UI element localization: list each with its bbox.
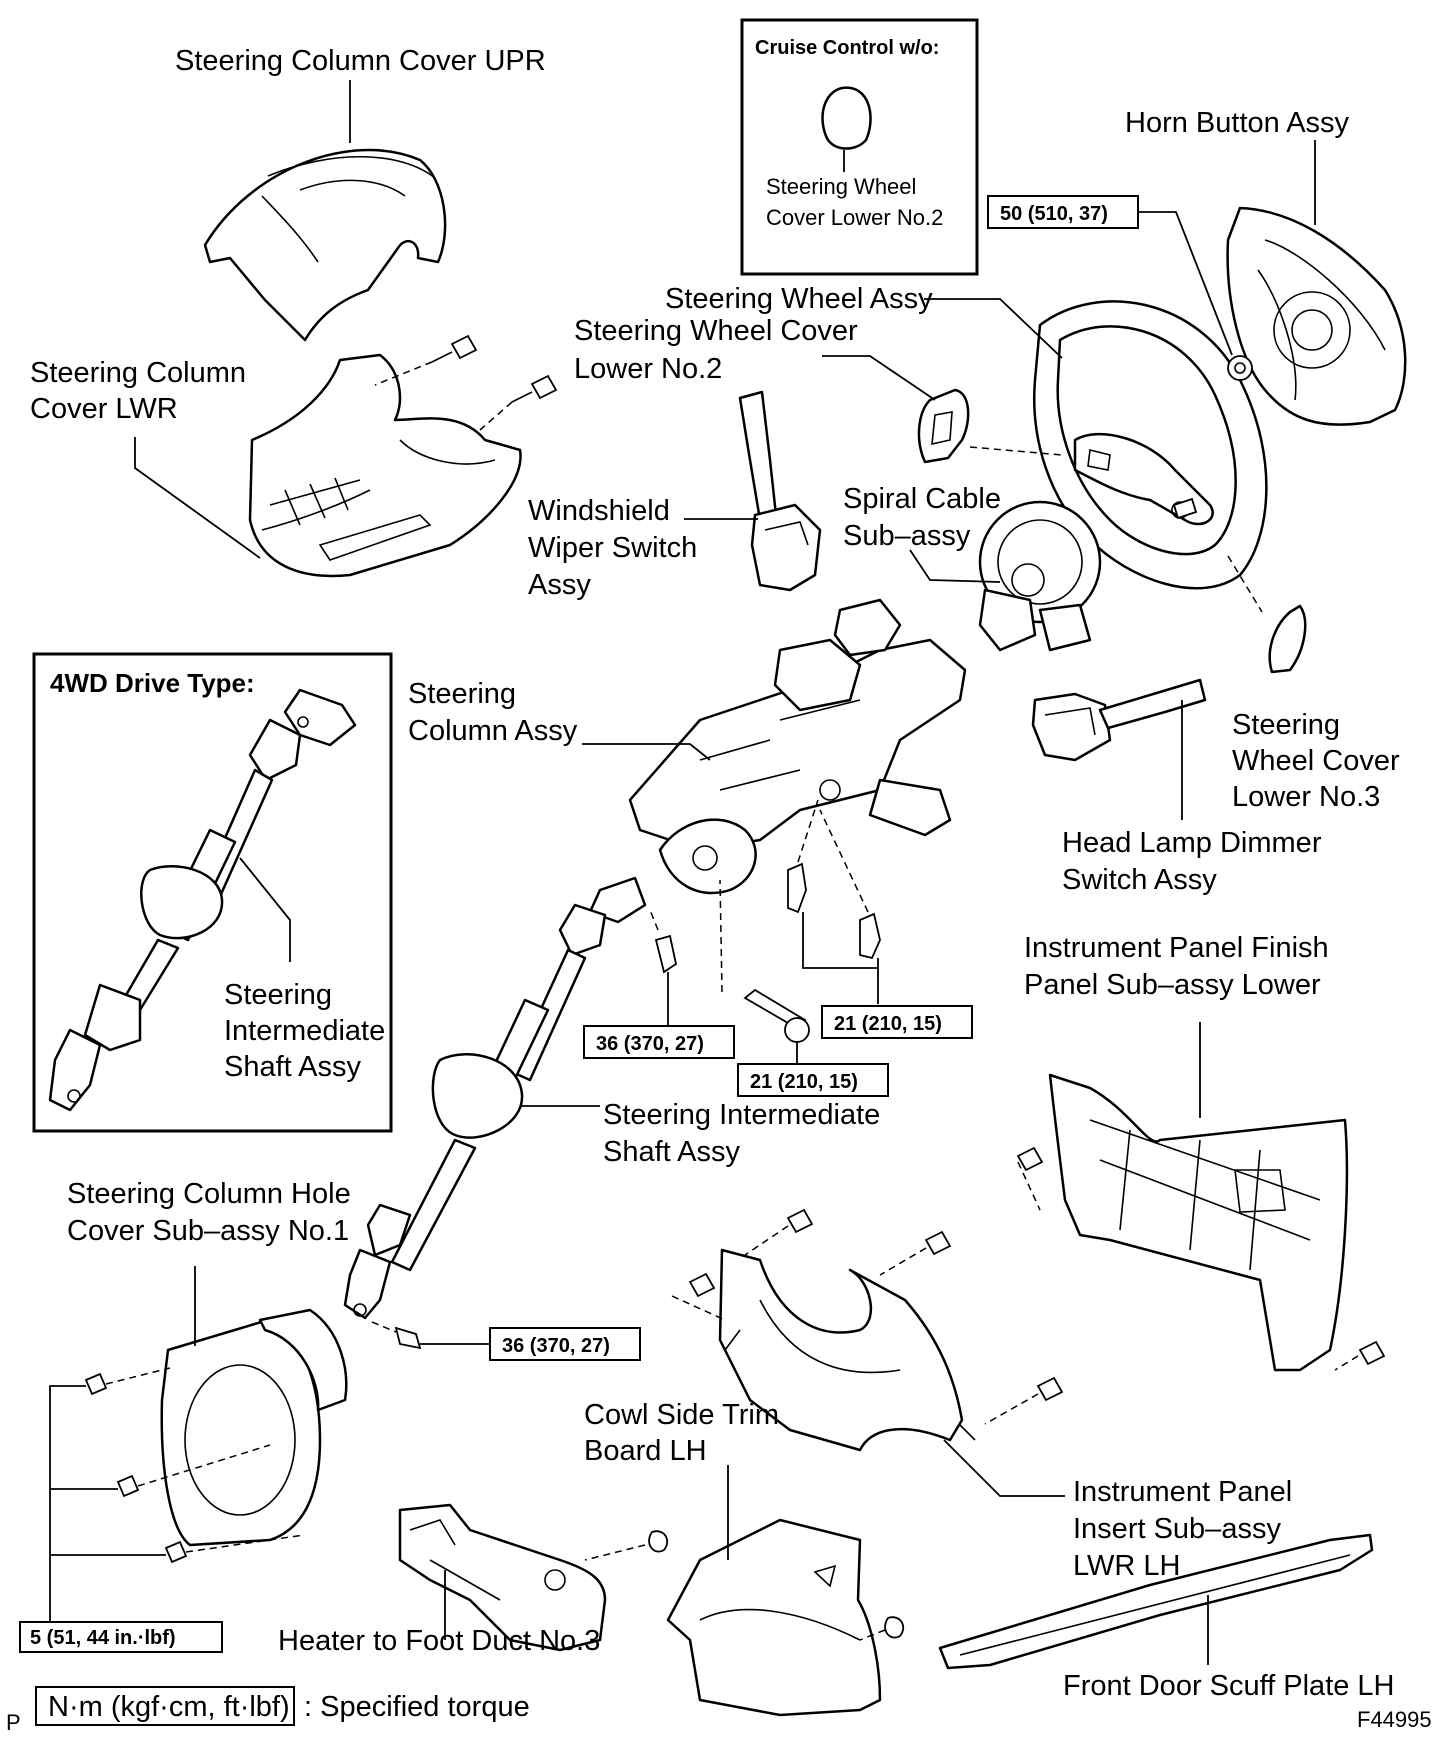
label-column-cover-lwr-1: Steering Column bbox=[30, 357, 246, 389]
label-intermediate-shaft-1: Steering Intermediate bbox=[603, 1099, 880, 1131]
cruise-inset-title: Cruise Control w/o: bbox=[755, 37, 939, 59]
label-wheel-cover-no3-2: Wheel Cover bbox=[1232, 745, 1400, 777]
hole-cover-screws bbox=[49, 1367, 305, 1622]
figure-id: F44995 bbox=[1357, 1707, 1432, 1732]
label-finish-panel-2: Panel Sub–assy Lower bbox=[1024, 969, 1321, 1001]
steering-intermediate-shaft-assy: Steering Intermediate Shaft Assy bbox=[343, 876, 880, 1320]
horn-button-assy: Horn Button Assy bbox=[1125, 107, 1407, 426]
label-insert-lwr-1: Instrument Panel bbox=[1073, 1476, 1292, 1508]
label-cowl-trim-2: Board LH bbox=[584, 1435, 707, 1467]
footer-left: P bbox=[6, 1710, 21, 1735]
4wd-inset-title: 4WD Drive Type: bbox=[50, 668, 255, 698]
instrument-panel-insert-lwr-lh: Instrument Panel Insert Sub–assy LWR LH bbox=[718, 1248, 1292, 1582]
label-insert-lwr-2: Insert Sub–assy bbox=[1073, 1513, 1281, 1545]
label-column-assy-1: Steering bbox=[408, 678, 516, 710]
steering-wheel-cover-lower-no3: Steering Wheel Cover Lower No.3 bbox=[1232, 604, 1400, 813]
4wd-inset-part-line3: Shaft Assy bbox=[224, 1051, 362, 1083]
torque-box-shaft-lower bbox=[489, 1327, 641, 1361]
instrument-panel-finish-panel-lower: Instrument Panel Finish Panel Sub–assy L… bbox=[1024, 932, 1349, 1372]
label-wheel-cover-no2-2: Lower No.2 bbox=[574, 353, 722, 385]
cruise-inset-part-line2: Cover Lower No.2 bbox=[766, 205, 943, 230]
legend-text: : Specified torque bbox=[304, 1691, 530, 1723]
torque-box-shaft-upper bbox=[583, 1025, 735, 1059]
label-column-assy-2: Column Assy bbox=[408, 715, 578, 747]
steering-column-hole-cover-no1: Steering Column Hole Cover Sub–assy No.1 bbox=[67, 1178, 351, 1547]
label-wheel-cover-no3-3: Lower No.3 bbox=[1232, 781, 1380, 813]
cruise-control-inset: Cruise Control w/o: Steering Wheel Cover… bbox=[740, 18, 979, 276]
4wd-intermediate-shaft-part bbox=[48, 688, 357, 1112]
spiral-cable-sub-assy: Spiral Cable Sub–assy bbox=[843, 483, 1102, 652]
torque-box-hole-cover bbox=[19, 1621, 223, 1653]
label-dimmer-switch-1: Head Lamp Dimmer bbox=[1062, 827, 1322, 859]
cowl-side-trim-board-lh: Cowl Side Trim Board LH bbox=[584, 1399, 905, 1717]
torque-shaft-upper: 36 (370, 27) bbox=[596, 1033, 704, 1055]
horn-nut bbox=[1138, 211, 1253, 381]
label-dimmer-switch-2: Switch Assy bbox=[1062, 864, 1217, 896]
4wd-inset-part-line1: Steering bbox=[224, 979, 332, 1011]
label-scuff-plate: Front Door Scuff Plate LH bbox=[1063, 1670, 1395, 1702]
shaft-lower-bolt bbox=[371, 1321, 490, 1350]
cruise-inset-part-line1: Steering Wheel bbox=[766, 174, 916, 199]
label-insert-lwr-3: LWR LH bbox=[1073, 1550, 1180, 1582]
steering-wheel-cover-lower-no2: Steering Wheel Cover Lower No.2 bbox=[574, 315, 970, 464]
4wd-inset-part-line2: Intermediate bbox=[224, 1015, 385, 1047]
label-heater-duct: Heater to Foot Duct No.3 bbox=[278, 1625, 600, 1657]
label-column-cover-lwr-2: Cover LWR bbox=[30, 393, 178, 425]
steering-column-cover-lwr: Steering Column Cover LWR bbox=[30, 353, 522, 578]
column-nut bbox=[719, 879, 810, 1064]
torque-shaft-lower: 36 (370, 27) bbox=[502, 1335, 610, 1357]
label-intermediate-shaft-2: Shaft Assy bbox=[603, 1136, 741, 1168]
shaft-upper-bolt bbox=[649, 909, 678, 1026]
windshield-wiper-switch-assy: Windshield Wiper Switch Assy bbox=[528, 390, 822, 601]
insert-lwr-screws bbox=[671, 1208, 1064, 1425]
torque-hole-cover: 5 (51, 44 in.·lbf) bbox=[30, 1627, 176, 1649]
legend-unit: N·m (kgf·cm, ft·lbf) bbox=[48, 1691, 290, 1723]
steering-wheel-assy bbox=[1033, 300, 1268, 590]
label-finish-panel-1: Instrument Panel Finish bbox=[1024, 932, 1329, 964]
label-spiral-cable-1: Spiral Cable bbox=[843, 483, 1001, 515]
column-bolts bbox=[787, 799, 881, 1004]
torque-box-column-nut bbox=[737, 1063, 889, 1097]
front-door-scuff-plate-lh: Front Door Scuff Plate LH bbox=[938, 1533, 1395, 1702]
torque-legend: N·m (kgf·cm, ft·lbf) : Specified torque bbox=[35, 1686, 530, 1726]
label-horn-button: Horn Button Assy bbox=[1125, 107, 1350, 139]
finish-panel-screws bbox=[1016, 1146, 1386, 1371]
label-wheel-cover-no3-1: Steering bbox=[1232, 709, 1340, 741]
4wd-inset: 4WD Drive Type: Steering Intermediate Sh… bbox=[32, 652, 393, 1133]
steering-column-cover-upr: Steering Column Cover UPR bbox=[175, 45, 546, 342]
label-hole-cover-1: Steering Column Hole bbox=[67, 1178, 351, 1210]
label-wiper-switch-3: Assy bbox=[528, 569, 591, 601]
label-cowl-trim-1: Cowl Side Trim bbox=[584, 1399, 779, 1431]
heater-to-foot-duct-no3: Heater to Foot Duct No.3 bbox=[278, 1503, 669, 1657]
label-spiral-cable-2: Sub–assy bbox=[843, 520, 971, 552]
label-column-cover-upr: Steering Column Cover UPR bbox=[175, 45, 546, 77]
label-hole-cover-2: Cover Sub–assy No.1 bbox=[67, 1215, 349, 1247]
label-wheel-cover-no2-1: Steering Wheel Cover bbox=[574, 315, 858, 347]
cover-screw-1 bbox=[374, 334, 558, 431]
torque-column-nut: 21 (210, 15) bbox=[750, 1071, 858, 1093]
label-wiper-switch-2: Wiper Switch bbox=[528, 532, 697, 564]
torque-box-column-bolts bbox=[821, 1005, 973, 1039]
wheel-cover-no2-inset-part bbox=[821, 86, 872, 150]
head-lamp-dimmer-switch-assy: Head Lamp Dimmer Switch Assy bbox=[1031, 678, 1322, 896]
torque-horn: 50 (510, 37) bbox=[1000, 203, 1108, 225]
torque-column-bolts: 21 (210, 15) bbox=[834, 1013, 942, 1035]
label-steering-wheel: Steering Wheel Assy bbox=[665, 283, 933, 315]
label-wiper-switch-1: Windshield bbox=[528, 495, 670, 527]
torque-box-horn bbox=[987, 195, 1139, 229]
steering-column-assy: Steering Column Assy bbox=[408, 598, 967, 895]
